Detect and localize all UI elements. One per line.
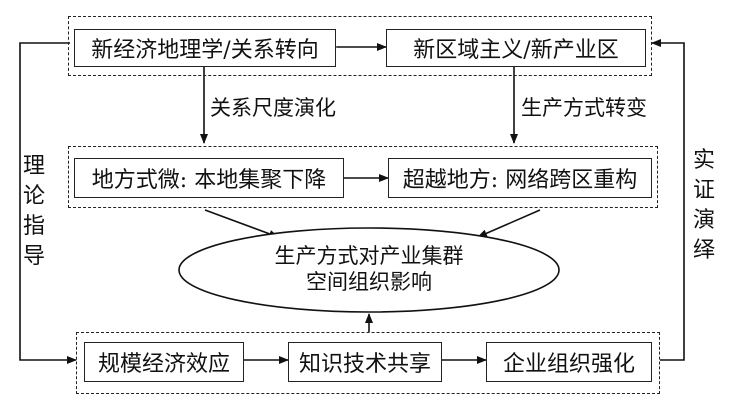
bottom-group-dashed	[76, 332, 660, 394]
center-line-1: 生产方式对产业集群	[274, 244, 464, 268]
box-new-economic-geography: 新经济地理学/关系转向	[74, 29, 336, 67]
arrow-middle-left-to-center	[204, 209, 279, 238]
arrow-theory-guidance	[19, 42, 77, 364]
box-scale-economy: 规模经济效应	[84, 342, 244, 382]
box-knowledge-sharing: 知识技术共享	[288, 342, 442, 382]
label-production-mode: 生产方式转变	[521, 96, 647, 120]
middle-group-dashed	[68, 146, 658, 208]
center-ellipse	[178, 227, 560, 313]
center-line-2: 空间组织影响	[306, 270, 432, 294]
arrow-middle-right-to-center	[477, 209, 541, 238]
arrow-empirical-deduction	[651, 39, 685, 361]
side-label-theory-guidance: 理 论 指 导	[22, 154, 45, 269]
box-new-regionalism: 新区域主义/新产业区	[386, 29, 646, 67]
box-beyond-place: 超越地方: 网络跨区重构	[388, 158, 652, 198]
label-relation-scale: 关系尺度演化	[210, 96, 336, 120]
box-enterprise-organization: 企业组织强化	[486, 342, 652, 382]
box-place-decline: 地方式微: 本地集聚下降	[74, 158, 344, 198]
top-group-dashed	[68, 16, 652, 76]
side-label-empirical-deduction: 实 证 演 绎	[692, 148, 715, 263]
